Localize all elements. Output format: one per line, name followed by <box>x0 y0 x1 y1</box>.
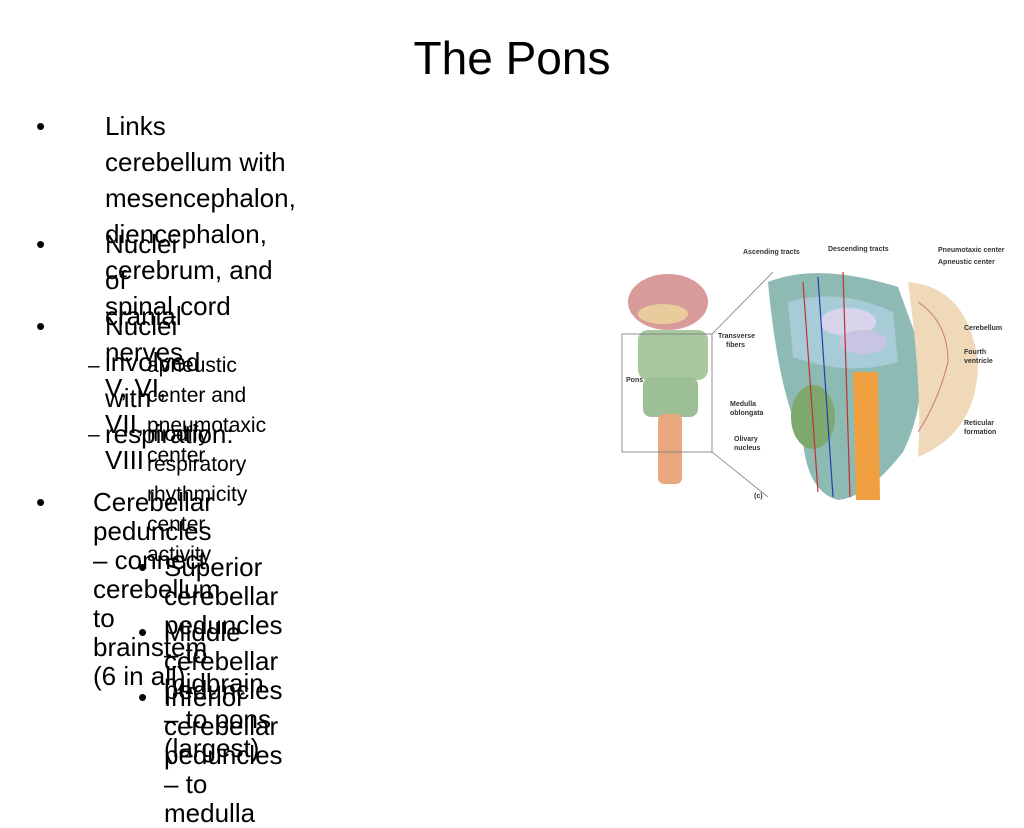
bullet-line: cerebrum, and spinal cord <box>105 255 273 321</box>
label-panel-c: (c) <box>754 493 763 500</box>
label-pons: Pons <box>626 377 643 384</box>
label-pneumotaxic-center: Pneumotaxic center <box>938 247 1005 254</box>
label-cerebellum: Cerebellum <box>964 325 1002 332</box>
label-fourth-ventricle-2: ventricle <box>964 358 993 365</box>
bullet-marker: • <box>36 311 46 341</box>
brainstem-overview <box>621 274 713 484</box>
bullet-marker: • <box>36 487 46 517</box>
label-medulla-oblongata: Medulla <box>730 401 756 408</box>
dash-marker: – <box>88 354 100 377</box>
bullet-line: Nuclei involved with respiration: <box>105 311 234 449</box>
dash-marker: – <box>88 423 100 446</box>
bullet-line: – to medulla <box>164 769 256 828</box>
label-descending-tracts: Descending tracts <box>828 246 889 253</box>
bullet-line: Links cerebellum with <box>105 111 286 177</box>
bullet-line: Inferior cerebellar peduncles <box>164 682 283 770</box>
bullet-line: center activity <box>147 513 212 566</box>
bullet-line: apneustic center and pneumotaxic <box>147 354 267 437</box>
bullet-line: – to pons (largest) <box>164 704 271 763</box>
bullet-line: VIII <box>105 445 145 475</box>
bullet-marker: • <box>36 111 46 141</box>
label-medulla-oblongata-2: oblongata <box>730 410 764 417</box>
label-reticular-formation: Reticular <box>964 420 994 427</box>
label-fourth-ventricle: Fourth <box>964 349 986 356</box>
bullet-line: Middle cerebellar peduncles <box>164 617 283 705</box>
bullet-line: – to midbrain <box>164 639 264 698</box>
label-reticular-formation-2: formation <box>964 429 996 436</box>
bullet-marker: • <box>138 682 148 712</box>
bullet-line: cerebellum to brainstem (6 in all) <box>93 574 221 691</box>
bullet-marker: • <box>138 552 148 582</box>
brainstem-detail <box>768 271 978 500</box>
bullet-line: Superior cerebellar peduncles <box>164 552 283 640</box>
bullet-line: modify respiratory rhythmicity <box>147 423 248 506</box>
pons-anatomy-figure: Ascending tracts Descending tracts Pneum… <box>621 246 1005 500</box>
label-olivary-nucleus: Olivary <box>734 436 758 443</box>
bullet-marker: • <box>36 229 46 259</box>
label-apneustic-center: Apneustic center <box>938 259 995 266</box>
label-olivary-nucleus-2: nucleus <box>734 445 761 452</box>
label-transverse-fibers-2: fibers <box>726 342 745 349</box>
label-transverse-fibers: Transverse <box>718 333 755 340</box>
bullet-line: Cerebellar peduncles – connect <box>93 487 213 575</box>
bullet-line: mesencephalon, diencephalon, <box>105 183 296 249</box>
bullet-line: center <box>147 444 206 467</box>
bullet-marker: • <box>138 617 148 647</box>
bullet-line: Nuclei of cranial nerves V, VI, VII, <box>105 229 184 439</box>
label-ascending-tracts: Ascending tracts <box>743 249 800 256</box>
slide-title: The Pons <box>413 32 611 84</box>
